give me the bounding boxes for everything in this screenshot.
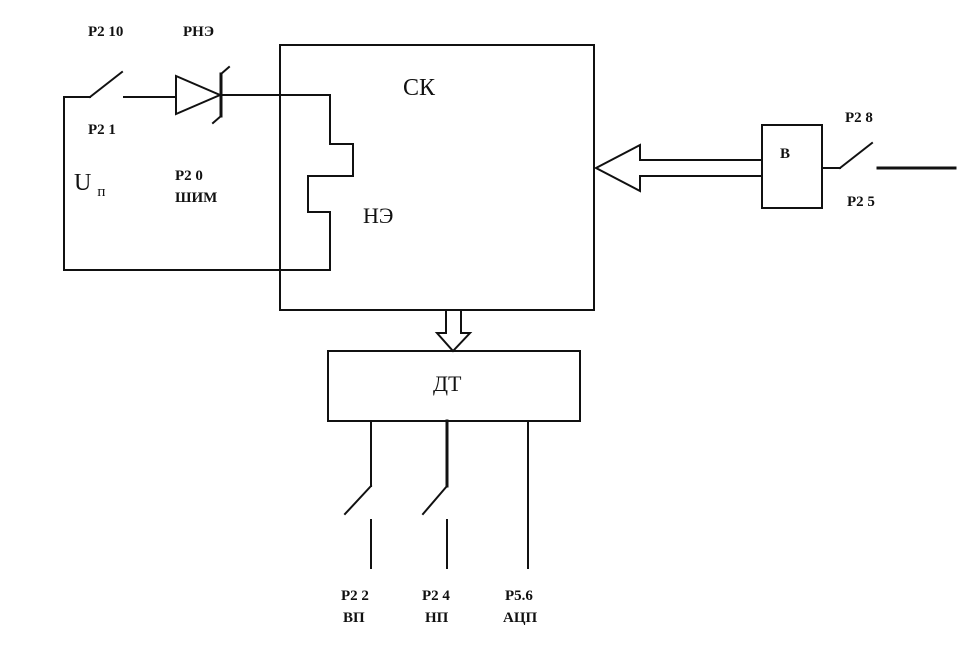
switch-np-contact	[421, 484, 449, 516]
label-p2-0: P2 0	[175, 168, 203, 184]
label-dt: ДТ	[433, 371, 462, 396]
label-ne: НЭ	[363, 203, 393, 228]
label-p2-8: P2 8	[845, 110, 873, 126]
label-p2-2: P2 2	[341, 588, 369, 604]
label-shim: ШИМ	[175, 190, 217, 206]
dt-outputs	[343, 419, 529, 569]
block-b-box	[761, 124, 823, 209]
label-un-sub: п	[97, 184, 105, 200]
arrow-b-to-sk	[593, 143, 763, 193]
label-p2-4: P2 4	[422, 588, 450, 604]
diode-tail-top	[219, 65, 231, 76]
left-supply-loop	[63, 70, 331, 271]
block-dt-box	[327, 350, 581, 422]
label-b: В	[780, 146, 790, 162]
heating-element-ne	[307, 94, 354, 271]
diode-triangle	[175, 74, 223, 116]
arrow-sk-to-dt	[434, 309, 473, 353]
label-vp: ВП	[343, 610, 365, 626]
label-p2-5: P2 5	[847, 194, 875, 210]
label-p2-10: P2 10	[88, 24, 123, 40]
label-np: НП	[425, 610, 449, 626]
label-un: U п	[74, 170, 105, 200]
label-un-main: U	[74, 170, 91, 196]
block-b	[593, 124, 957, 209]
switch-vp-contact	[343, 484, 373, 516]
label-p5-6: P5.6	[505, 588, 533, 604]
diode-tail-bottom	[211, 114, 223, 125]
switch-p2-8-contact	[838, 141, 874, 170]
label-p2-1: P2 1	[88, 122, 116, 138]
chamber-sk-box	[279, 44, 595, 311]
switch-p2-1-contact	[88, 70, 124, 99]
label-sk: СК	[403, 75, 436, 101]
label-acp: АЦП	[503, 610, 538, 626]
label-rne: РНЭ	[183, 24, 214, 40]
loop-left-wire	[63, 96, 91, 271]
diode-rne	[175, 65, 331, 125]
